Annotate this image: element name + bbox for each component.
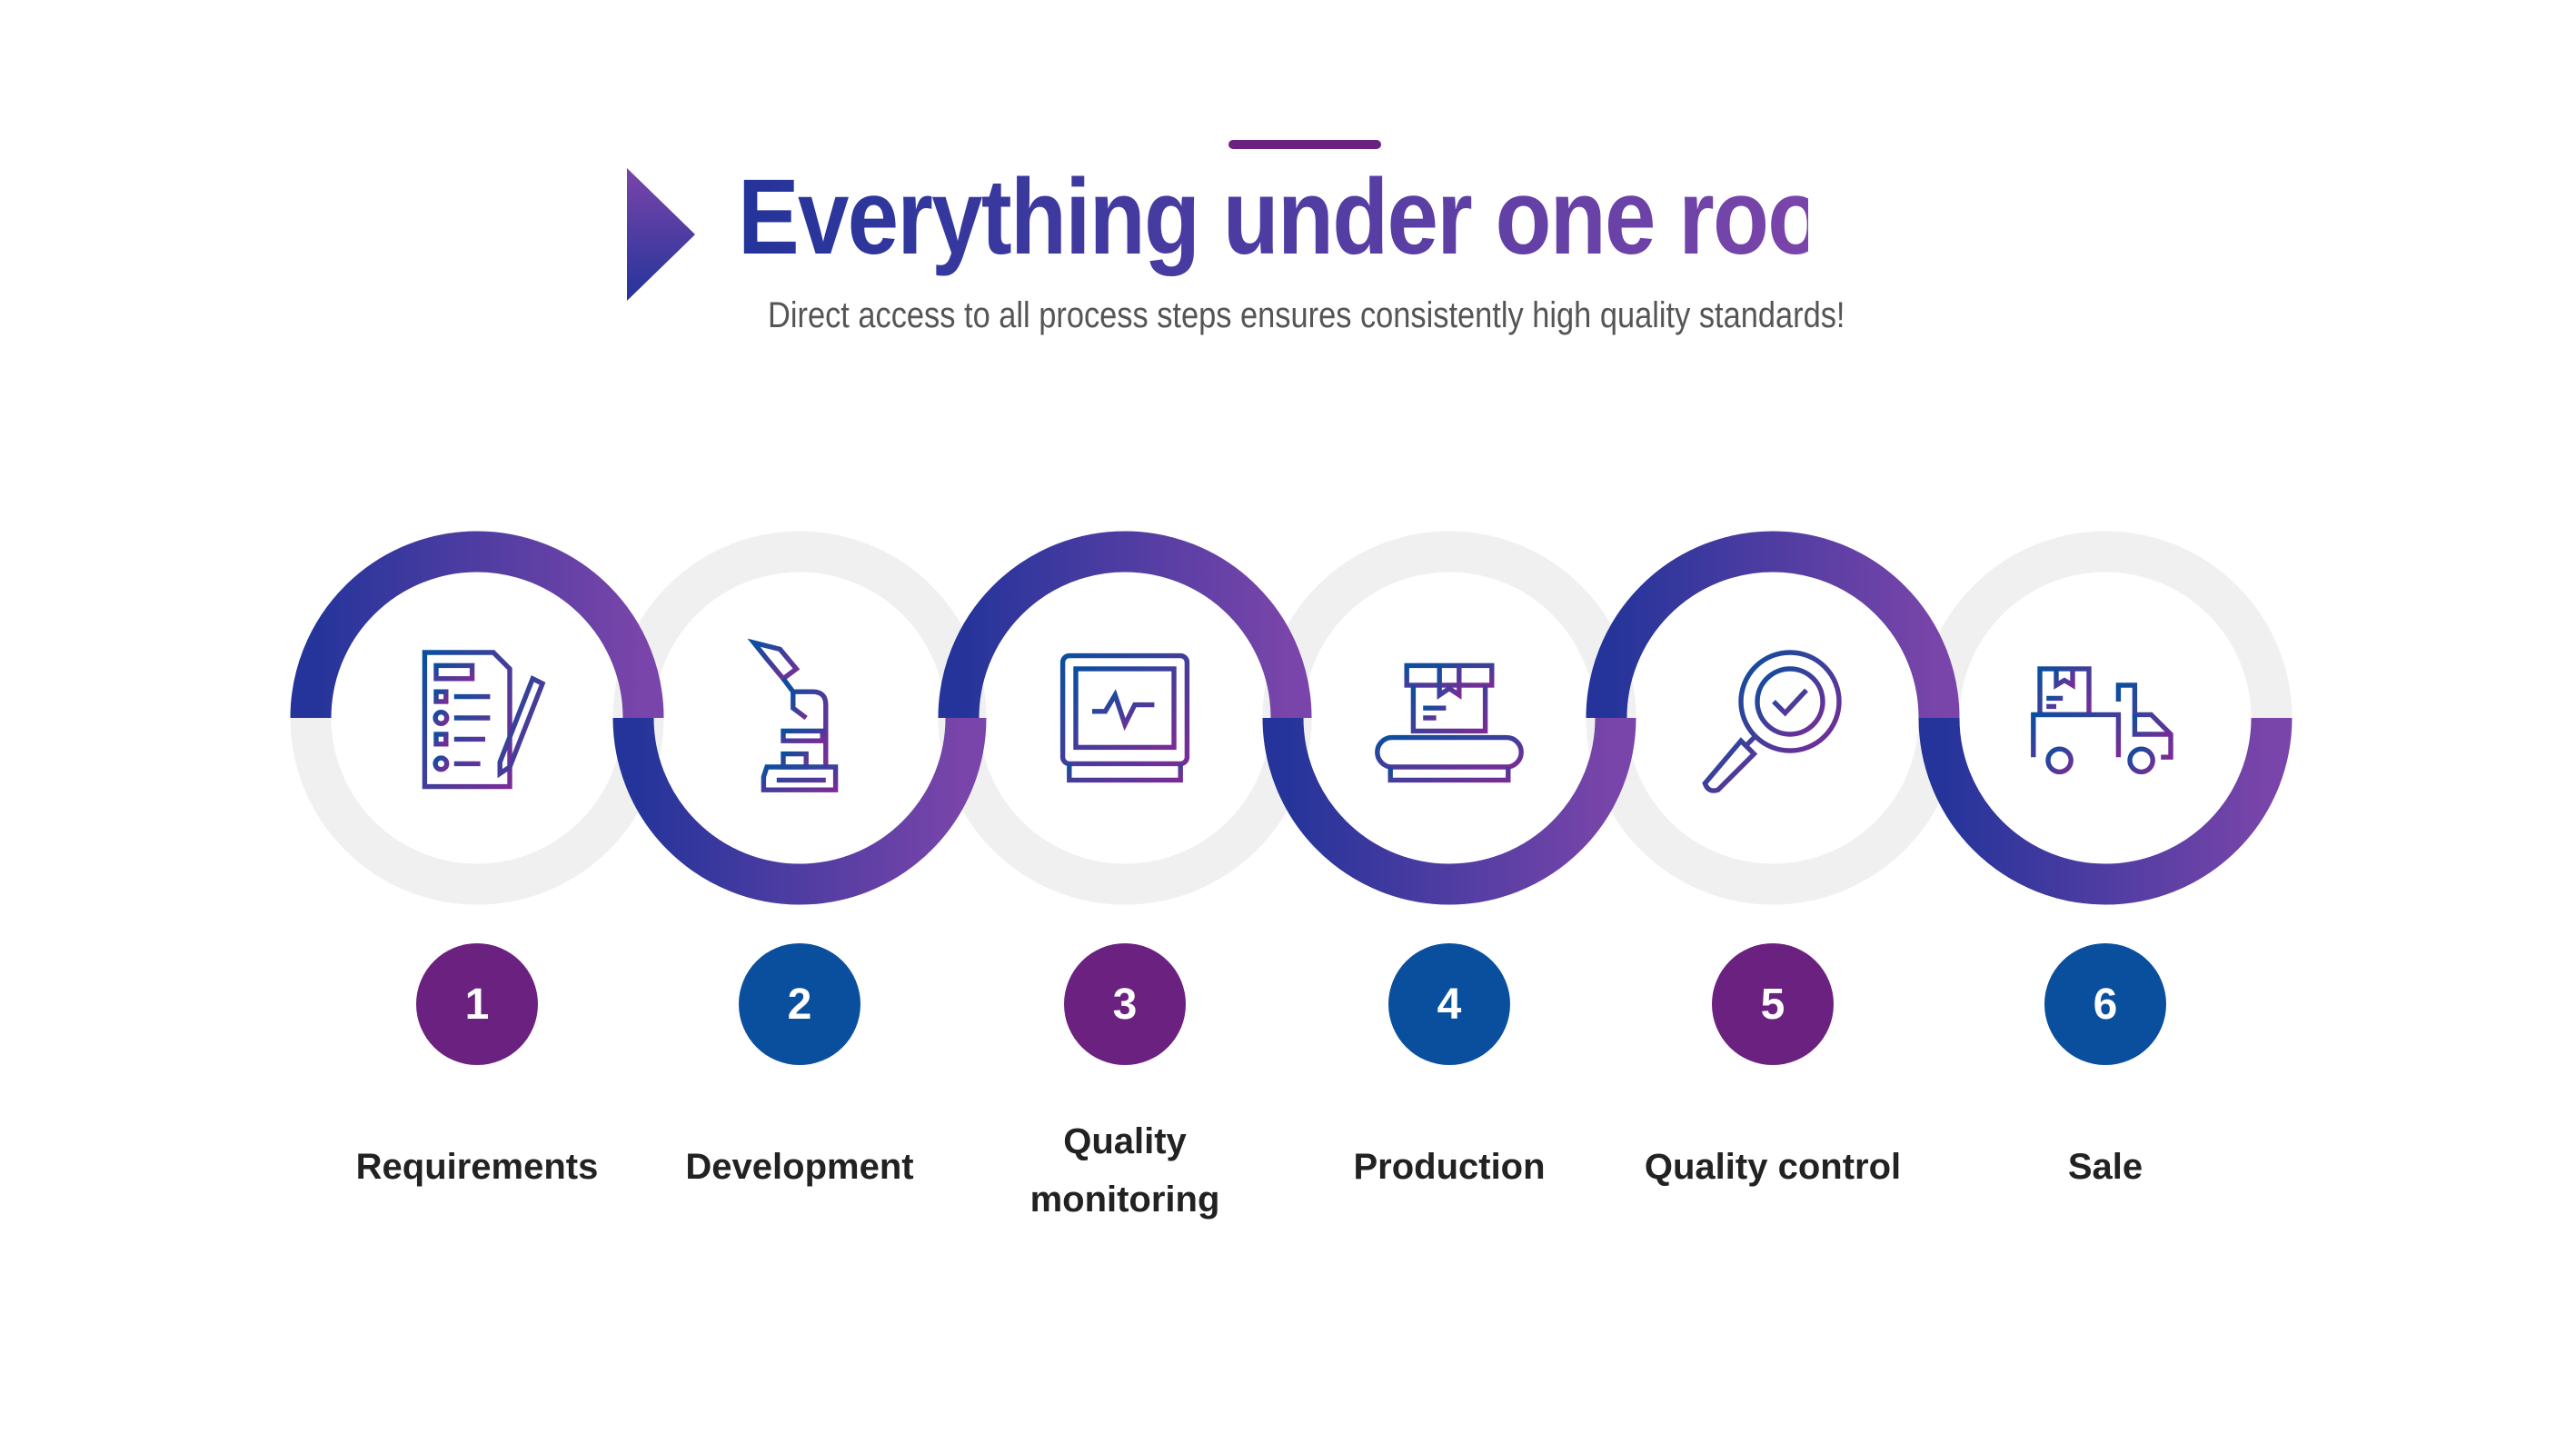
monitor-icon bbox=[1059, 652, 1190, 783]
page-title: Everything under one roof bbox=[738, 157, 1853, 277]
ring-arc-bottom bbox=[1262, 717, 1636, 905]
step-number-badge: 4 bbox=[1388, 943, 1510, 1065]
ring-arc-bottom bbox=[612, 717, 987, 905]
step-label: Sale bbox=[2067, 1147, 2143, 1187]
ring-arc-bottom bbox=[1918, 717, 2293, 905]
step-label: Quality monitoring bbox=[1029, 1121, 1220, 1220]
conveyor-icon bbox=[1375, 662, 1524, 783]
magnifier-check-icon bbox=[1702, 650, 1842, 793]
step-label: Production bbox=[1353, 1147, 1546, 1187]
step-number-badge: 6 bbox=[2044, 943, 2166, 1065]
microscope-icon bbox=[747, 638, 839, 792]
step-number-badge: 5 bbox=[1712, 943, 1834, 1065]
checklist-icon bbox=[422, 650, 546, 790]
step-number-badge: 3 bbox=[1064, 943, 1186, 1065]
page-subtitle: Direct access to all process steps ensur… bbox=[768, 295, 1845, 335]
step-number-badge: 1 bbox=[416, 943, 538, 1065]
play-triangle-icon bbox=[627, 168, 695, 301]
delivery-truck-icon bbox=[2031, 666, 2174, 775]
step-label: Quality control bbox=[1644, 1147, 1902, 1187]
accent-bar bbox=[1228, 140, 1381, 149]
ring-arc-top bbox=[290, 531, 664, 719]
step-label: Development bbox=[685, 1147, 914, 1187]
step-label: Requirements bbox=[355, 1147, 599, 1187]
ring-arc-top bbox=[1586, 531, 1960, 719]
ring-arc-top bbox=[938, 531, 1312, 719]
step-number-badge: 2 bbox=[739, 943, 860, 1065]
